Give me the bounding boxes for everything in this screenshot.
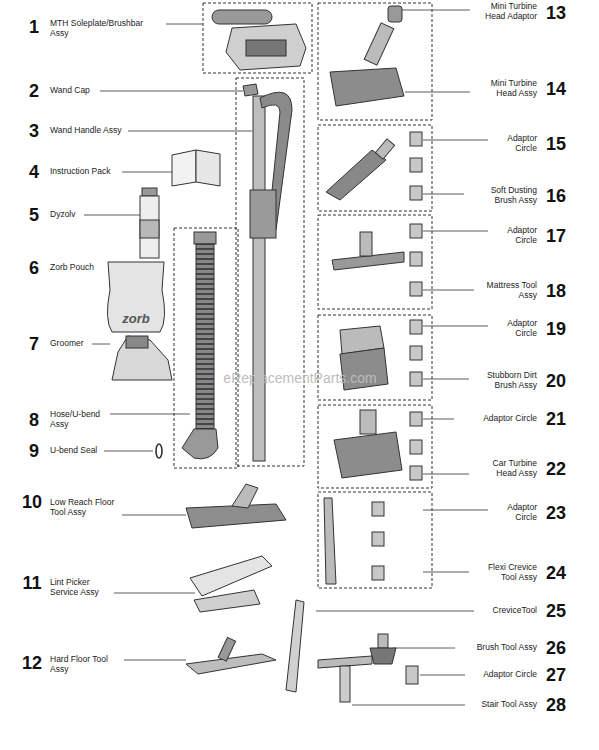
callout-number: 1 [22, 18, 46, 36]
part-name: U-bend Seal [50, 446, 110, 456]
part-name: Adaptor Circle [467, 670, 537, 680]
callout-number: 11 [16, 574, 48, 592]
callout-number: 19 [540, 320, 572, 338]
callout-number: 7 [22, 335, 46, 353]
part-name: Stubborn Dirt Brush Assy [471, 371, 537, 391]
callout-number: 27 [540, 666, 572, 684]
callout-number: 3 [22, 122, 46, 140]
part-name: Adaptor Circle [457, 414, 537, 424]
part-name: Wand Cap [50, 86, 110, 96]
callout-number: 20 [540, 372, 572, 390]
callout-number: 26 [540, 639, 572, 657]
part-name: Low Reach Floor Tool Assy [50, 498, 120, 518]
callout-number: 17 [540, 227, 572, 245]
part-name: Dyzolv [50, 210, 100, 220]
part-name: Lint Picker Service Assy [50, 578, 110, 598]
part-name: Stair Tool Assy [467, 700, 537, 710]
callout-number: 28 [540, 696, 572, 714]
callout-number: 15 [540, 135, 572, 153]
product-print: zorb [114, 311, 158, 326]
callout-number: 18 [540, 282, 572, 300]
callout-number: 9 [22, 442, 46, 460]
part-name: Adaptor Circle [491, 503, 537, 523]
callout-number: 24 [540, 564, 572, 582]
callout-number: 23 [540, 504, 572, 522]
part-name: Instruction Pack [50, 167, 140, 177]
callout-number: 13 [540, 4, 572, 22]
callout-number: 25 [540, 602, 572, 620]
callout-number: 16 [540, 187, 572, 205]
part-name: Groomer [50, 339, 100, 349]
part-name: Adaptor Circle [491, 319, 537, 339]
part-name: Mattress Tool Assy [477, 281, 537, 301]
part-name: Adaptor Circle [491, 134, 537, 154]
part-name: Mini Turbine Head Adaptor [473, 2, 537, 22]
callout-number: 4 [22, 163, 46, 181]
part-name: Brush Tool Assy [457, 643, 537, 653]
part-name: Adaptor Circle [491, 226, 537, 246]
callout-number: 21 [540, 410, 572, 428]
callout-number: 22 [540, 460, 572, 478]
part-name: CreviceTool [477, 606, 537, 616]
part-name: Mini Turbine Head Assy [473, 79, 537, 99]
part-name: Hard Floor Tool Assy [50, 655, 125, 675]
part-name: Car Turbine Head Assy [471, 459, 537, 479]
callout-number: 2 [22, 82, 46, 100]
part-name: MTH Soleplate/Brushbar Assy [50, 19, 160, 39]
callout-number: 14 [540, 80, 572, 98]
part-name: Flexi Crevice Tool Assy [471, 563, 537, 583]
watermark: eReplacementParts.com [150, 370, 450, 386]
callout-number: 8 [22, 411, 46, 429]
callout-number: 10 [16, 493, 48, 511]
callout-number: 6 [22, 259, 46, 277]
part-name: Wand Handle Assy [50, 126, 140, 136]
part-name: Zorb Pouch [50, 263, 110, 273]
callout-number: 12 [16, 654, 48, 672]
part-name: Soft Dusting Brush Assy [467, 186, 537, 206]
callout-number: 5 [22, 206, 46, 224]
part-name: Hose/U-bend Assy [50, 410, 110, 430]
